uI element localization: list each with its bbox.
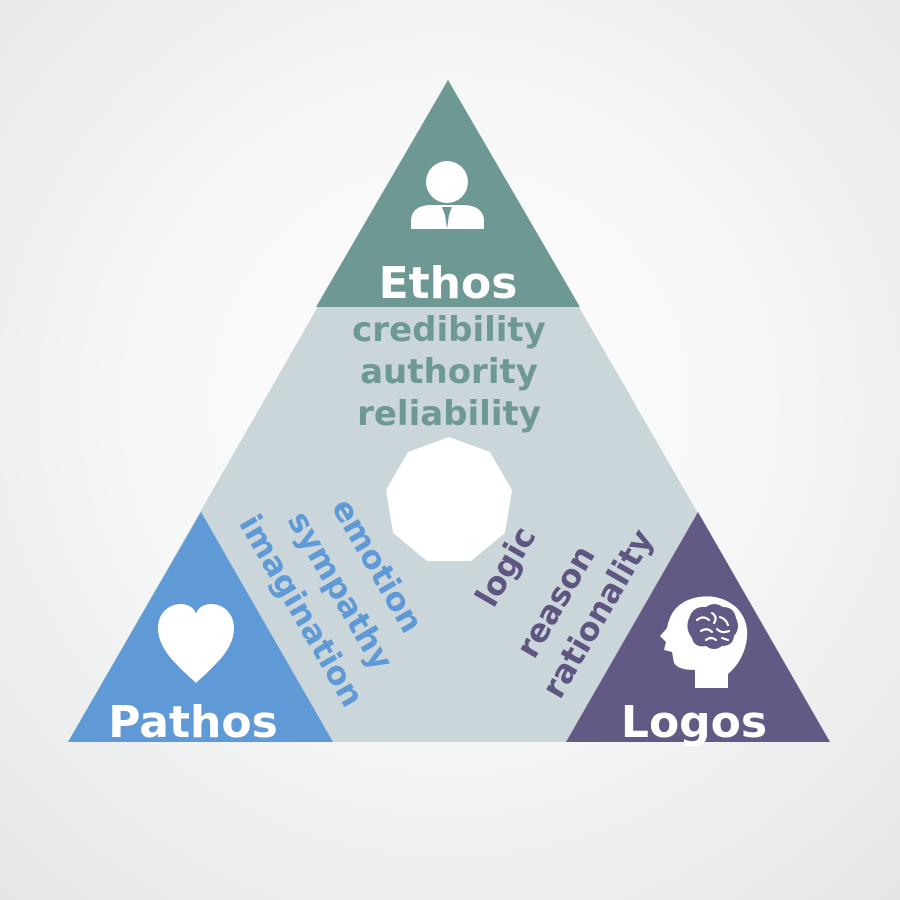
person-icon	[411, 161, 484, 229]
pathos-attributes: emotion sympathy imagination	[231, 492, 431, 713]
pathos-title: Pathos	[108, 697, 278, 748]
head-brain-icon	[660, 596, 748, 688]
ethos-word: authority	[360, 352, 538, 392]
ethos-word: reliability	[357, 394, 541, 434]
center-nonagon	[386, 437, 512, 561]
heart-icon	[158, 604, 234, 683]
logos-title: Logos	[621, 697, 767, 748]
ethos-attributes: credibility authority reliability	[352, 310, 546, 434]
ethos-title: Ethos	[379, 258, 518, 309]
ethos-word: credibility	[352, 310, 546, 350]
center-region	[68, 80, 830, 742]
